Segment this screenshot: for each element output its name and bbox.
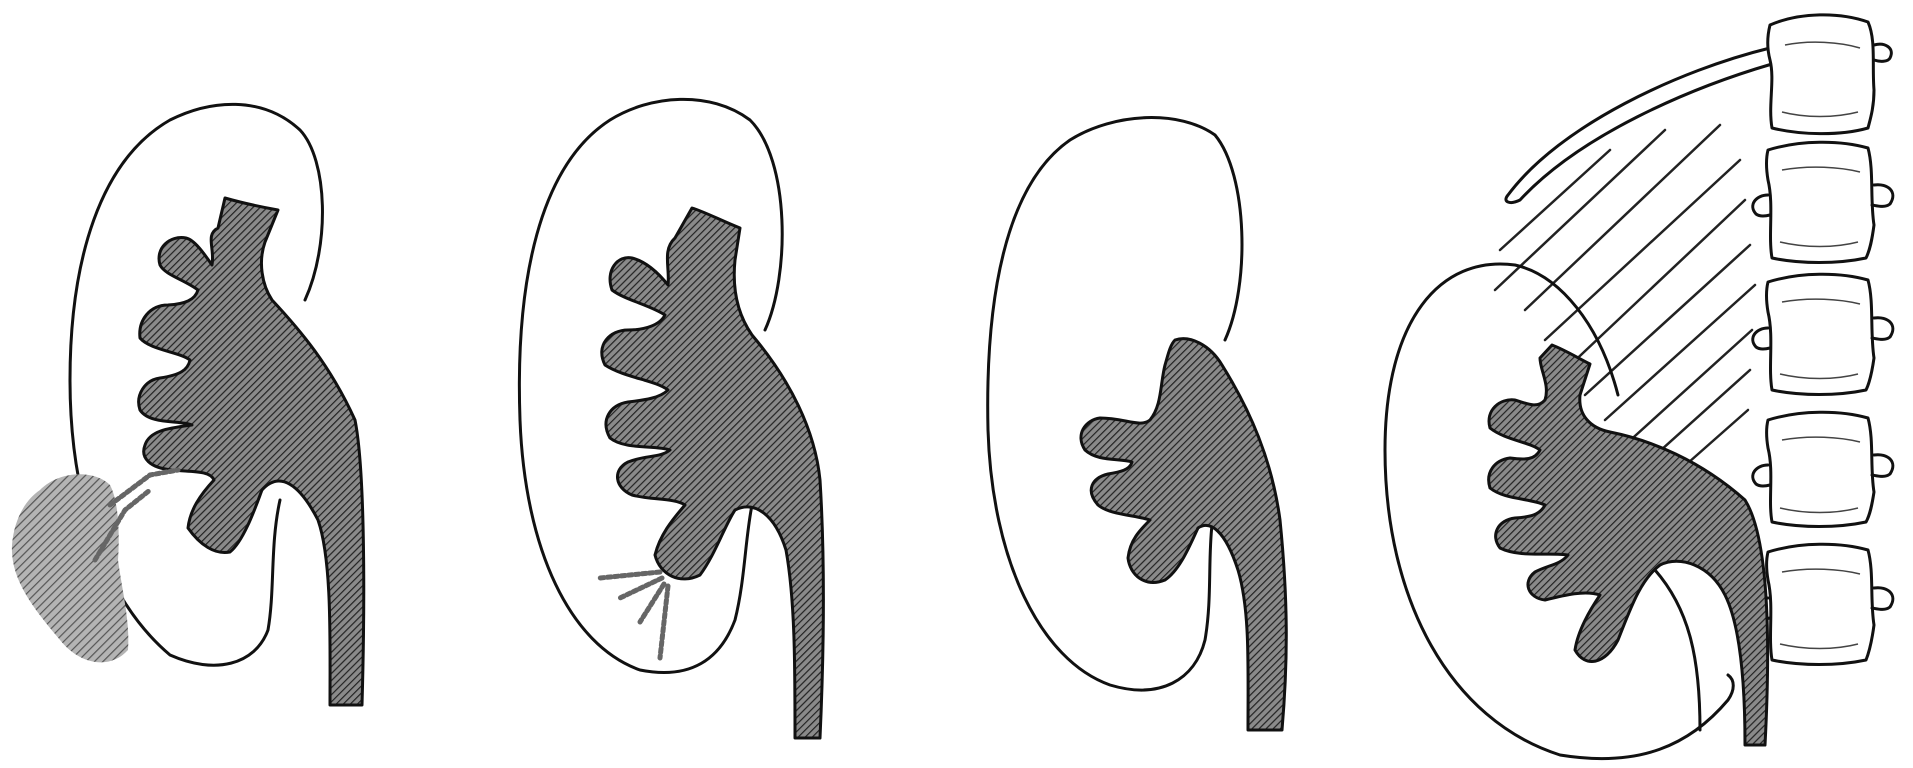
pelvis-4 xyxy=(1489,345,1768,745)
pelvis-3 xyxy=(1081,339,1286,730)
kidney-panel-4 xyxy=(1385,15,1893,759)
kidney-panel-3 xyxy=(988,118,1287,730)
streak-4 xyxy=(660,586,668,658)
vertebra-1 xyxy=(1768,15,1892,134)
kidney-panel-1 xyxy=(12,104,364,705)
pelvis-1 xyxy=(139,198,364,705)
vertebral-column xyxy=(1753,15,1893,665)
rib xyxy=(1506,48,1772,202)
spread-strand-1 xyxy=(110,470,178,505)
vertebra-5 xyxy=(1753,544,1893,664)
vertebra-3 xyxy=(1753,274,1893,394)
streak-1 xyxy=(600,572,660,578)
pelvis-2 xyxy=(602,208,824,738)
kidney-panel-2 xyxy=(519,99,823,738)
streak-3 xyxy=(640,584,664,622)
vertebra-2 xyxy=(1753,142,1893,262)
vertebra-4 xyxy=(1753,412,1893,526)
ureter-curve xyxy=(1655,570,1700,730)
